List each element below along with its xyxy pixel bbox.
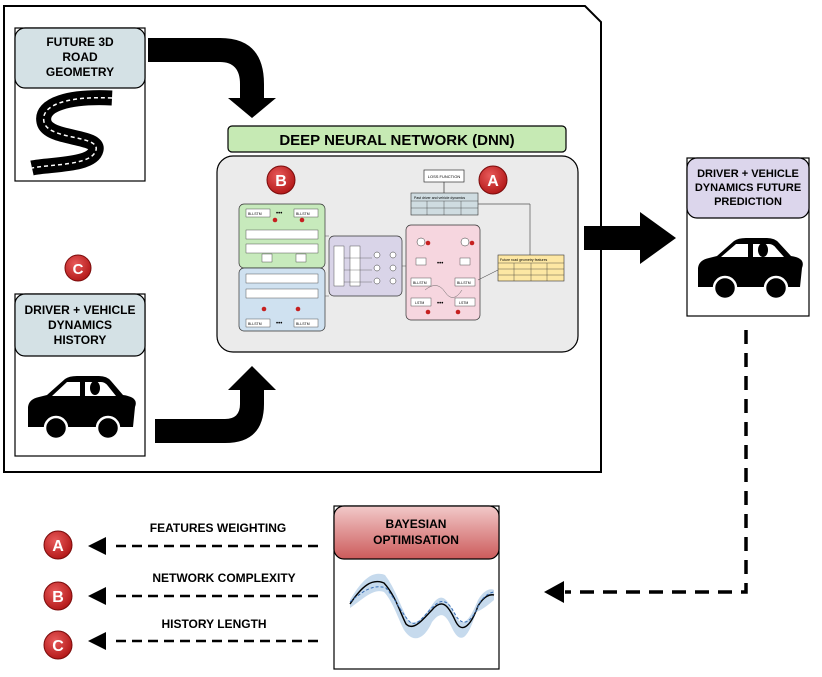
output-c-marker: C (52, 638, 64, 655)
car-icon-prediction (698, 238, 803, 301)
decoder-dots-top: ••• (437, 261, 443, 267)
encoder-lower-dots: ••• (276, 321, 282, 327)
encoder-upper-lstm-b: Bi-LSTM (296, 212, 310, 216)
decoder-block: ••• Bi-LSTM Bi-LSTM LSTM LSTM ••• (405, 224, 481, 321)
marker-c-label: C (73, 261, 84, 278)
feature-table: Past driver and vehicle dynamics (410, 192, 479, 216)
history-title-line-1: DRIVER + VEHICLE (24, 303, 135, 317)
bayesian-box: BAYESIAN OPTIMISATION (333, 505, 500, 670)
output-a-label: FEATURES WEIGHTING (150, 521, 286, 535)
prediction-box: DRIVER + VEHICLE DYNAMICS FUTURE PREDICT… (686, 157, 810, 317)
marker-b-dnn: B (266, 165, 296, 195)
output-a-marker: A (52, 538, 64, 555)
output-c-label: HISTORY LENGTH (161, 617, 266, 631)
summary-table-label: Future road geometry features (500, 258, 548, 262)
output-row-b: B NETWORK COMPLEXITY (43, 571, 318, 611)
fusion-block (328, 235, 403, 297)
marker-b-label: B (275, 173, 287, 190)
decoder-dots-bottom: ••• (437, 301, 443, 307)
history-title-line-2: DYNAMICS (48, 318, 112, 332)
prediction-title-line-2: DYNAMICS FUTURE (695, 182, 801, 194)
dashed-feedback-line (565, 330, 748, 594)
dashed-feedback-arrowhead (544, 581, 564, 603)
road-title-line-2: ROAD (62, 50, 98, 64)
marker-c-history: C (64, 254, 92, 282)
output-row-c: C HISTORY LENGTH (43, 617, 318, 660)
encoder-upper-block: Bi-LSTM Bi-LSTM ••• (238, 203, 326, 269)
feature-table-label: Past driver and vehicle dynamics (414, 196, 465, 200)
car-icon-history (28, 376, 136, 441)
marker-a-dnn: A (478, 165, 508, 195)
decoder-lstm-d: LSTM (459, 301, 468, 305)
arrow-history-to-dnn (155, 366, 276, 443)
prediction-title-line-3: PREDICTION (714, 196, 782, 208)
road-title-line-3: GEOMETRY (46, 65, 114, 79)
decoder-lstm-b: Bi-LSTM (457, 281, 471, 285)
marker-a-label: A (487, 173, 499, 190)
decoder-lstm-a: Bi-LSTM (413, 281, 427, 285)
summary-table: Future road geometry features (497, 254, 565, 282)
output-b-marker: B (52, 589, 64, 606)
encoder-lower-block: Bi-LSTM Bi-LSTM ••• (238, 267, 326, 332)
encoder-lower-lstm-a: Bi-LSTM (248, 322, 262, 326)
output-row-a: A FEATURES WEIGHTING (43, 521, 318, 560)
loss-function-label: LOSS FUNCTION (428, 174, 461, 179)
arrow-road-to-dnn (148, 38, 276, 118)
prediction-title-line-1: DRIVER + VEHICLE (697, 168, 799, 180)
bayesian-title-line-1: BAYESIAN (386, 517, 447, 531)
history-box: DRIVER + VEHICLE DYNAMICS HISTORY (14, 293, 146, 457)
output-b-label: NETWORK COMPLEXITY (152, 571, 295, 585)
gaussian-process-plot (349, 573, 495, 639)
road-title-line-1: FUTURE 3D (46, 35, 114, 49)
road-geometry-box: FUTURE 3D ROAD GEOMETRY (14, 27, 146, 182)
dnn-title-box (227, 125, 567, 153)
road-icon (30, 90, 113, 176)
dnn-title: DEEP NEURAL NETWORK (DNN) (279, 132, 514, 149)
encoder-upper-lstm-a: Bi-LSTM (248, 212, 262, 216)
bayesian-title-line-2: OPTIMISATION (373, 533, 459, 547)
history-title-line-3: HISTORY (54, 333, 107, 347)
encoder-upper-dots: ••• (276, 211, 282, 217)
decoder-lstm-c: LSTM (415, 301, 424, 305)
dnn-internal-links (325, 235, 499, 297)
encoder-lower-lstm-b: Bi-LSTM (296, 322, 310, 326)
arrow-dnn-to-prediction (584, 212, 676, 264)
